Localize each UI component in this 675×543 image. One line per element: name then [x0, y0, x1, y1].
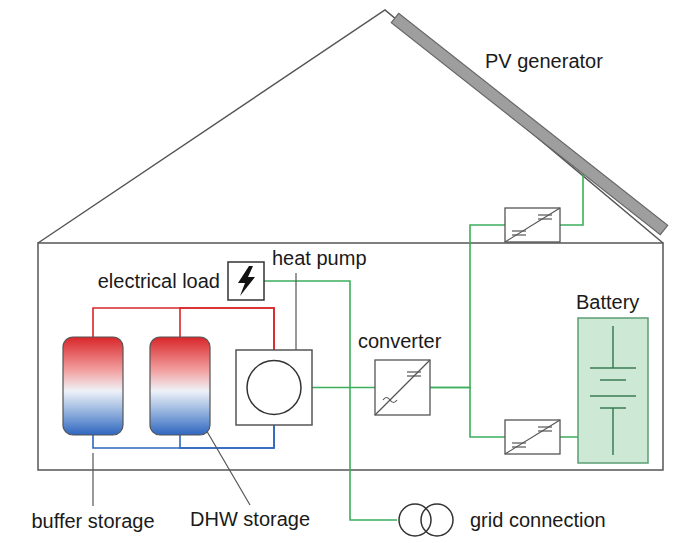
converter-box-outline [375, 360, 430, 415]
tank-shape [63, 337, 123, 435]
leader-line [92, 453, 93, 506]
compressor-symbol [247, 361, 301, 415]
leader-line [295, 273, 296, 350]
lightning-symbol [238, 266, 255, 296]
roof-outline [38, 10, 663, 243]
pv-panel-outline [385, 5, 672, 240]
component-label: converter [358, 330, 441, 353]
load-symbol: electrical load [228, 262, 264, 300]
component-label: buffer storage [31, 510, 154, 533]
leader-line [205, 428, 250, 505]
component-label: Battery [576, 291, 639, 314]
connector-line [430, 174, 583, 388]
heat-pump-box [236, 350, 312, 425]
battery-box-outline [578, 318, 648, 463]
connector-line [312, 387, 375, 389]
transformer-symbol-outline [397, 502, 455, 538]
load-symbol-outline [228, 262, 264, 300]
transformer-symbol: grid connection [397, 502, 455, 538]
battery-box: Battery [578, 318, 648, 463]
component-label: electrical load [98, 270, 220, 293]
tank-shape [150, 337, 210, 435]
heat-pump-box-outline [236, 350, 312, 425]
battery-symbol [590, 326, 636, 455]
converter-box: converter [375, 360, 430, 415]
pv-panel: PV generator [385, 5, 672, 240]
transformer-coil [421, 504, 453, 536]
load-box [228, 262, 264, 300]
storage-tank: buffer storage [63, 337, 123, 435]
heat-pump-box: heat pump [236, 350, 312, 425]
component-label: grid connection [470, 509, 606, 532]
storage-tank-outline [150, 337, 210, 435]
converter-symbol [375, 360, 430, 415]
component-label: DHW storage [190, 508, 310, 531]
battery-box [578, 318, 648, 463]
dcdc-converter-symbol [505, 420, 560, 454]
converter-box [375, 360, 430, 415]
component-label: PV generator [485, 50, 603, 73]
component-label: heat pump [272, 247, 367, 270]
storage-tank-outline [63, 337, 123, 435]
storage-tank: DHW storage [150, 337, 210, 435]
pv-panel-shape [391, 13, 667, 234]
dcdc-converter-symbol [505, 208, 560, 242]
